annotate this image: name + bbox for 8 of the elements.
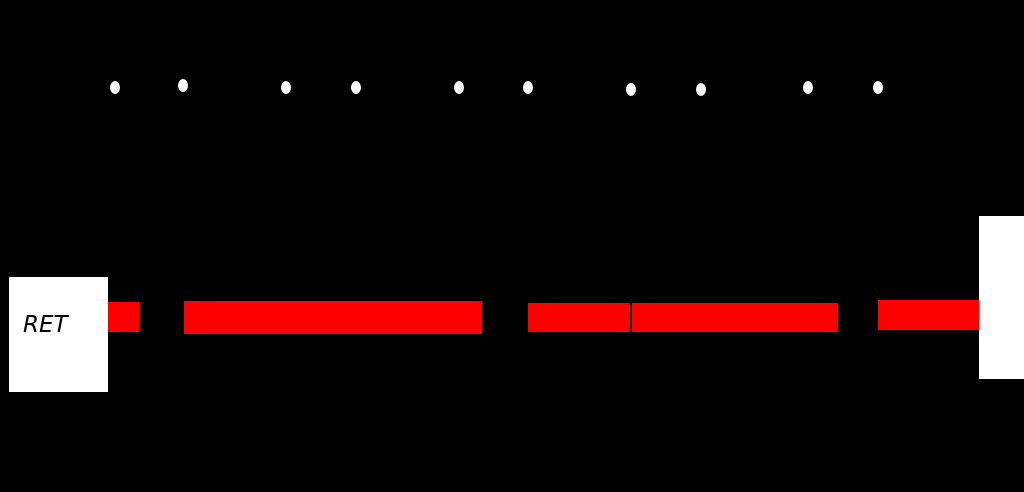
gene-box <box>9 277 108 392</box>
segment-bar <box>632 303 838 332</box>
segment-bar <box>528 303 630 332</box>
gene-label: RET <box>23 313 68 336</box>
segment-bar <box>184 301 482 334</box>
segment-bar <box>108 302 139 332</box>
segment-bar <box>878 300 979 330</box>
empty-box <box>979 216 1024 379</box>
